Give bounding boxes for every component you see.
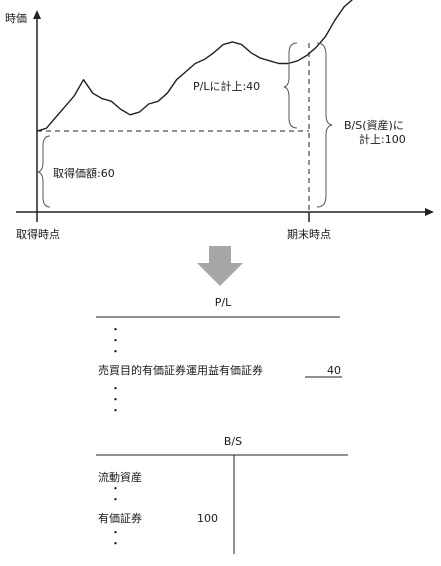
pl-statement: P/L ・ ・ ・ 売買目的有価証券運用益有価証券 40 ・ ・ ・ xyxy=(96,296,342,417)
down-arrow-icon xyxy=(197,246,243,286)
bs-ellipsis-dot: ・ xyxy=(110,537,121,550)
market-price-series-line xyxy=(36,0,353,132)
bs-securities-value: 100 xyxy=(197,512,218,525)
acquisition-cost-brace xyxy=(37,135,51,208)
pl-ellipsis-dot: ・ xyxy=(110,334,121,347)
pl-ellipsis-dot: ・ xyxy=(110,382,121,395)
bs-total-brace xyxy=(316,42,333,208)
pl-ellipsis-dot: ・ xyxy=(110,323,121,336)
bs-statement: B/S 流動資産 ・ ・ 有価証券 100 ・ ・ xyxy=(96,435,348,554)
bs-title: B/S xyxy=(224,435,242,448)
bs-securities-label: 有価証券 xyxy=(98,511,142,525)
pl-ellipsis-dot: ・ xyxy=(110,404,121,417)
pl-gain-label: P/Lに計上:40 xyxy=(193,79,260,93)
bs-label-line1: B/S(資産)に xyxy=(344,119,404,132)
pl-item-label: 売買目的有価証券運用益有価証券 xyxy=(98,363,263,377)
pl-title: P/L xyxy=(215,296,232,309)
x-tick-label-end: 期末時点 xyxy=(287,227,331,241)
bs-label-line2: 計上:100 xyxy=(359,132,406,146)
pl-ellipsis-dot: ・ xyxy=(110,345,121,358)
acquisition-cost-label: 取得価額:60 xyxy=(53,167,115,180)
pl-ellipsis-dot: ・ xyxy=(110,393,121,406)
pl-gain-brace xyxy=(283,42,298,129)
bs-ellipsis-dot: ・ xyxy=(110,482,121,495)
market-value-chart: 時価 取得時点 期末時点 取得価額:60 P/Lに計上:40 B/S(資産)に … xyxy=(5,0,434,241)
bs-ellipsis-dot: ・ xyxy=(110,526,121,539)
bs-current-assets-label: 流動資産 xyxy=(98,470,142,484)
bs-ellipsis-dot: ・ xyxy=(110,493,121,506)
y-axis-label: 時価 xyxy=(5,12,27,25)
pl-item-value: 40 xyxy=(327,364,341,377)
y-axis-arrowhead xyxy=(33,10,41,19)
x-axis-arrowhead xyxy=(425,208,434,216)
x-tick-label-start: 取得時点 xyxy=(16,228,60,241)
